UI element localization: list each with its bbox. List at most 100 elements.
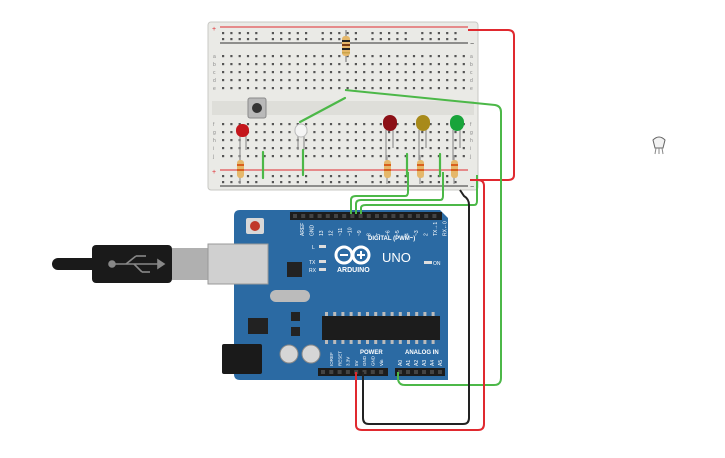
power-pin-label: GND xyxy=(362,355,367,366)
header-pin[interactable] xyxy=(432,214,437,218)
header-pin[interactable] xyxy=(430,370,434,374)
resistor-led-yellow[interactable] xyxy=(417,155,424,184)
led-red-left[interactable] xyxy=(236,124,249,160)
header-pin[interactable] xyxy=(321,370,325,374)
row-letter: j xyxy=(469,154,471,160)
wire-black-gnd[interactable] xyxy=(362,189,470,425)
chip-pin xyxy=(407,340,410,344)
usb-chip xyxy=(287,262,302,277)
resistor-led-green[interactable] xyxy=(451,155,458,184)
on-label: ON xyxy=(433,261,441,267)
header-pin[interactable] xyxy=(399,214,404,218)
header-pin[interactable] xyxy=(329,370,334,374)
header-pin[interactable] xyxy=(422,370,426,374)
row-letter: h xyxy=(213,138,216,144)
header-pin[interactable] xyxy=(366,214,371,218)
wire-red-5v[interactable] xyxy=(355,179,485,431)
rail-minus-label-bottom: − xyxy=(470,184,474,191)
digital-pin-label: 4 xyxy=(405,233,411,236)
digital-label: DIGITAL (PWM~) xyxy=(368,236,415,242)
header-pin[interactable] xyxy=(309,214,314,218)
led-maroon[interactable] xyxy=(383,115,397,160)
header-pin[interactable] xyxy=(358,214,363,218)
analog-label: ANALOG IN xyxy=(405,350,439,356)
chip-pin xyxy=(366,340,369,344)
header-pin[interactable] xyxy=(407,214,412,218)
reset-button[interactable] xyxy=(246,218,264,234)
usb-cable[interactable] xyxy=(52,243,269,285)
header-pin[interactable] xyxy=(398,370,402,374)
header-pin[interactable] xyxy=(370,370,375,374)
brand-label: ARDUINO xyxy=(337,267,370,274)
chip-pin xyxy=(333,312,337,316)
usb-icon xyxy=(108,255,166,273)
header-pin[interactable] xyxy=(375,214,379,218)
power-pin-label: 5V xyxy=(354,360,359,366)
resistor-pulldown[interactable] xyxy=(342,30,350,62)
digital-header xyxy=(290,212,442,220)
wire-red-top[interactable] xyxy=(468,29,515,181)
header-pin[interactable] xyxy=(391,214,396,218)
atmega-chip xyxy=(322,316,440,340)
header-pin[interactable] xyxy=(317,214,322,218)
power-jack[interactable] xyxy=(222,344,262,374)
header-pin[interactable] xyxy=(345,370,350,374)
wire-green-button[interactable] xyxy=(344,89,502,386)
digital-pin-label: RX←0 xyxy=(443,221,449,236)
header-pin[interactable] xyxy=(293,214,297,218)
row-letter: d xyxy=(213,78,216,84)
chip-pin xyxy=(357,312,361,316)
arduino-logo xyxy=(334,245,371,265)
led-green[interactable] xyxy=(450,115,464,160)
row-letter: g xyxy=(470,130,473,136)
sensor-icon[interactable] xyxy=(652,136,666,155)
model-label: UNO xyxy=(382,250,411,265)
chip-pin xyxy=(398,340,402,344)
analog-header xyxy=(395,368,445,376)
header-pin[interactable] xyxy=(416,214,420,218)
row-letter: f xyxy=(470,122,472,128)
chip-pin xyxy=(374,340,378,344)
rail-plus-label: + xyxy=(212,26,216,33)
led-white[interactable] xyxy=(294,123,308,150)
power-pin-label: 3.3V xyxy=(346,357,351,366)
header-pin[interactable] xyxy=(342,214,347,218)
chip-pin xyxy=(390,312,394,316)
chip-pin xyxy=(349,340,353,344)
wire-green-digital[interactable] xyxy=(350,172,478,214)
digital-pin-label: AREF xyxy=(300,223,306,236)
jumper-wires-breadboard[interactable] xyxy=(261,96,442,180)
analog-pin-label: A5 xyxy=(438,360,444,366)
header-pin[interactable] xyxy=(325,214,330,218)
row-letter: f xyxy=(213,122,215,128)
analog-pin-label: A1 xyxy=(406,360,412,366)
header-pin[interactable] xyxy=(414,370,418,374)
row-letter: i xyxy=(213,146,214,152)
digital-pin-label: ~6 xyxy=(386,230,392,236)
header-pin[interactable] xyxy=(406,370,410,374)
row-letter: b xyxy=(470,62,473,68)
power-pin-label: Vin xyxy=(379,359,384,366)
header-pin[interactable] xyxy=(350,214,355,218)
header-pin[interactable] xyxy=(301,214,306,218)
header-pin[interactable] xyxy=(438,370,442,374)
row-letter: i xyxy=(470,146,471,152)
header-pin[interactable] xyxy=(424,214,429,218)
resistor-led-red[interactable] xyxy=(237,155,244,184)
header-pin[interactable] xyxy=(383,214,388,218)
power-header xyxy=(318,368,388,376)
header-pin[interactable] xyxy=(337,370,342,374)
chip-pin xyxy=(407,312,410,316)
header-pin[interactable] xyxy=(379,370,384,374)
digital-pin-label: GND xyxy=(310,225,316,237)
push-button[interactable] xyxy=(247,97,267,119)
header-pin[interactable] xyxy=(362,370,367,374)
power-pin-label: GND xyxy=(371,355,376,366)
led-yellow[interactable] xyxy=(416,115,430,160)
header-pin[interactable] xyxy=(334,214,338,218)
resistor-led-maroon[interactable] xyxy=(384,155,391,184)
row-letter: c xyxy=(470,70,473,76)
